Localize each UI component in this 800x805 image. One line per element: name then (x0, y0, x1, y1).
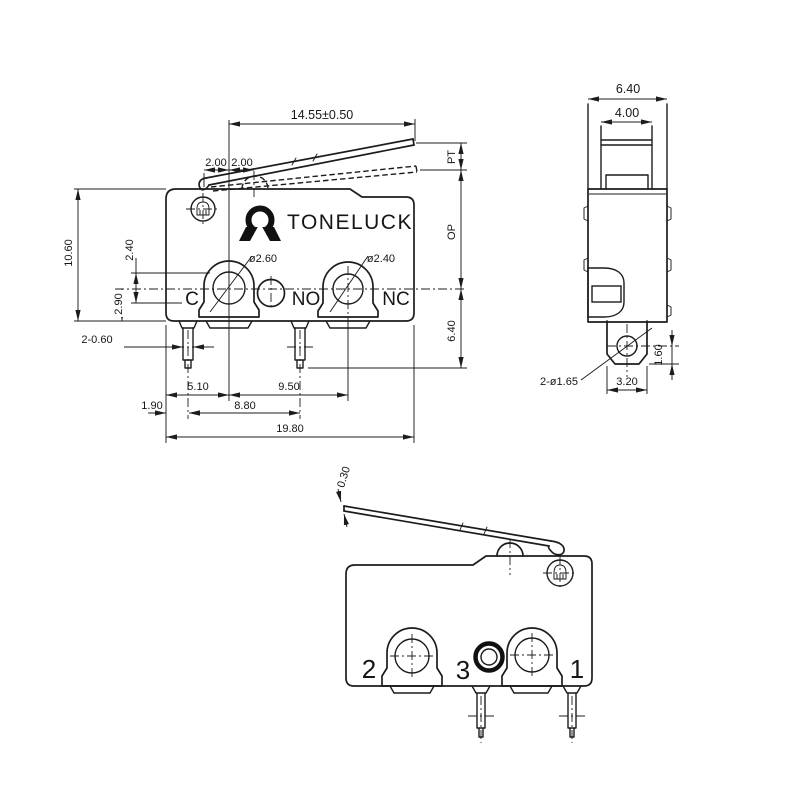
terminal-no-label: NO (292, 289, 321, 310)
dim-pt: PT (446, 150, 458, 164)
hole-c-label: ø2.60 (249, 253, 277, 265)
side-dimensions: 6.40 4.00 2-ø1.65 3.20 1.60 (540, 82, 679, 394)
dim-body-height: 10.60 (63, 239, 75, 267)
dim-8-80: 8.80 (234, 400, 255, 412)
bottom-lever (343, 505, 565, 556)
dim-1-60: 1.60 (653, 344, 665, 365)
dim-2-90: 2.90 (113, 293, 125, 314)
dim-base-height: 6.40 (446, 320, 458, 341)
front-button-dome (241, 175, 269, 190)
dim-side-width: 6.40 (616, 82, 640, 96)
bottom-terminal-1 (501, 627, 563, 694)
dim-5-10: 5.10 (187, 381, 208, 393)
dim-lever-thickness: 0.30 (335, 465, 353, 489)
bottom-terminal-3-hole (473, 641, 505, 673)
bottom-rivet (543, 556, 577, 590)
front-lever-pressed (210, 165, 418, 192)
terminal-c-label: C (185, 289, 199, 310)
dim-op: OP (446, 224, 458, 240)
bottom-body-outline (345, 555, 593, 687)
dim-pin-width: 2-0.60 (81, 334, 112, 346)
front-view: TONELUCK ø2.60 ø2.40 C NO NC (63, 108, 467, 443)
bottom-pins (468, 685, 585, 743)
dim-9-50: 9.50 (278, 381, 299, 393)
side-hatched-terminal (587, 267, 625, 318)
dim-2-40: 2.40 (124, 239, 136, 260)
dim-button-width: 4.00 (615, 106, 639, 120)
pin-3-label: 3 (456, 655, 470, 685)
logo-notch (250, 223, 270, 241)
terminal-nc-label: NC (382, 289, 409, 310)
pin-1-label: 1 (570, 654, 584, 684)
dim-terminal-hole: 2-ø1.65 (540, 376, 578, 388)
bottom-terminal-2 (381, 627, 443, 694)
dim-1-90: 1.90 (141, 400, 162, 412)
dim-3-20: 3.20 (616, 376, 637, 388)
front-extension-lines (74, 119, 467, 443)
front-body-outline (165, 188, 415, 322)
side-hole-leader (580, 327, 653, 381)
brand-text: TONELUCK (287, 211, 413, 234)
front-rivet (186, 193, 220, 226)
dim-seg2: 2.00 (231, 157, 252, 169)
front-dimensions: 14.55±0.50 2.00 2.00 PT OP 6.40 10.60 2.… (63, 108, 464, 440)
toneluck-logo (239, 205, 281, 241)
dim-lever-length: 14.55±0.50 (291, 108, 354, 122)
front-terminal-exits (178, 320, 371, 329)
side-bottom-terminal (606, 320, 679, 377)
side-view: 6.40 4.00 2-ø1.65 3.20 1.60 (540, 82, 679, 394)
pin-2-label: 2 (362, 654, 376, 684)
dim-19-80: 19.80 (276, 423, 304, 435)
dim-seg1: 2.00 (205, 157, 226, 169)
hole-no-label: ø2.40 (367, 253, 395, 265)
side-edge-tabs (583, 205, 672, 318)
bottom-view: 2 3 1 0.30 (335, 465, 593, 743)
side-upper-case (587, 103, 668, 190)
bottom-lever-thickness-dim: 0.30 (335, 465, 353, 528)
terminal-middle-hole (256, 276, 286, 310)
